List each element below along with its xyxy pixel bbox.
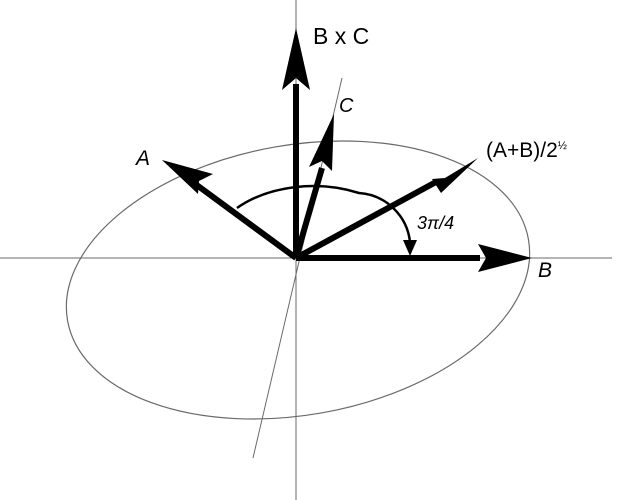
label-sum-exponent: ½ — [558, 140, 567, 152]
label-angle: 3π/4 — [417, 213, 454, 233]
vector-bxc-arrowhead — [282, 28, 310, 90]
vector-sum-shaft — [294, 179, 438, 261]
vector-b-arrowhead — [478, 244, 532, 272]
vector-a-arrowhead — [162, 160, 213, 194]
label-sum-base: (A+B)/2 — [486, 139, 558, 162]
label-a: A — [134, 147, 150, 170]
label-sum: (A+B)/2½ — [486, 139, 567, 162]
orbit-ellipse — [65, 140, 531, 420]
label-b: B — [538, 259, 552, 282]
angle-arc — [236, 184, 412, 243]
vector-sum-arrowhead — [432, 158, 478, 193]
vector-c-arrowhead — [309, 114, 334, 171]
vector-c-shaft — [293, 167, 325, 259]
vector-a-shaft — [192, 180, 298, 261]
label-c: C — [339, 95, 354, 117]
angle-arc-arrowhead — [403, 240, 417, 256]
label-bxc: B x C — [313, 23, 369, 49]
